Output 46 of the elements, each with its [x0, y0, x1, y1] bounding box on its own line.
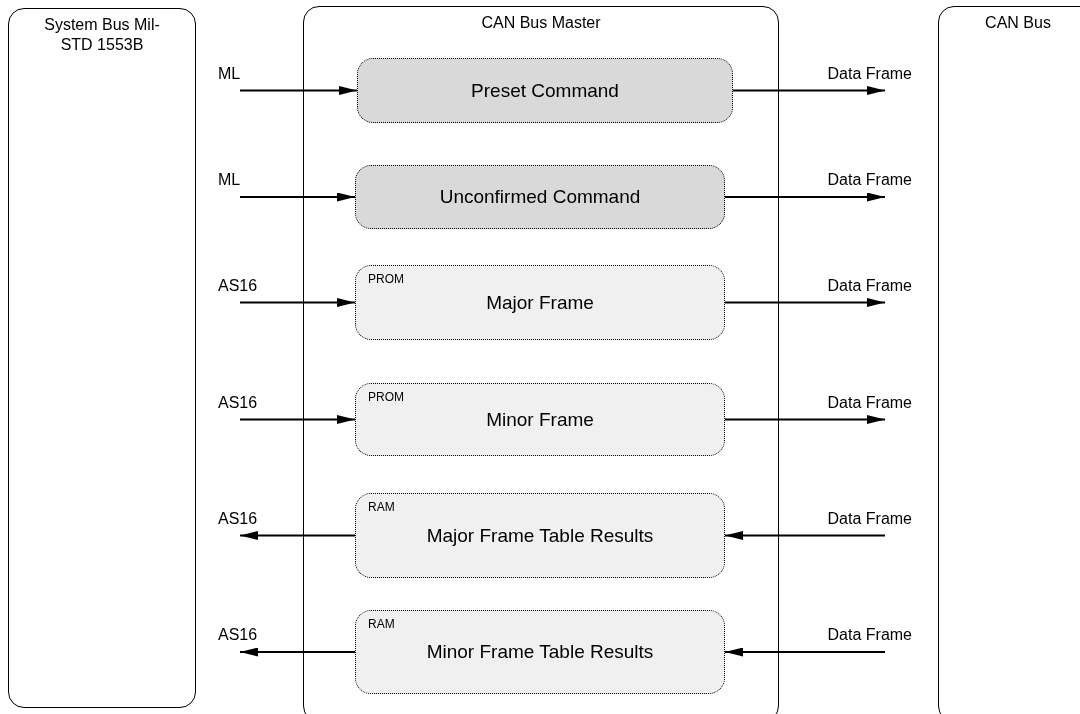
arrow — [724, 415, 886, 424]
box-label: Minor Frame Table Results — [425, 641, 655, 663]
arrow — [239, 86, 358, 95]
arrow — [724, 647, 886, 657]
box-label: Minor Frame — [485, 408, 595, 431]
box-label: Major Frame — [485, 291, 595, 314]
edge-label: ML — [218, 64, 241, 83]
process-box — [355, 383, 725, 456]
panel-title: CAN Bus — [984, 13, 1052, 33]
bus-panel — [303, 6, 779, 714]
edge-label: AS16 — [218, 509, 258, 528]
bus-panel — [8, 8, 196, 708]
arrow — [239, 298, 356, 307]
bus-panel — [938, 6, 1080, 714]
edge-label: AS16 — [218, 393, 258, 412]
process-box — [355, 265, 725, 340]
box-label: Preset Command — [470, 79, 620, 102]
memory-tag: RAM — [368, 617, 395, 631]
process-box — [355, 493, 725, 578]
memory-tag: RAM — [368, 500, 395, 514]
arrow — [732, 86, 886, 95]
arrow — [724, 531, 886, 540]
box-label: Major Frame Table Results — [425, 524, 655, 547]
edge-label: ML — [218, 171, 241, 189]
process-box — [355, 165, 725, 229]
memory-tag: PROM — [368, 390, 404, 404]
arrow — [724, 192, 886, 202]
edge-label: AS16 — [218, 276, 258, 295]
edge-label: Data Frame — [827, 64, 912, 83]
edge-label: AS16 — [218, 626, 258, 644]
edge-label: Data Frame — [827, 393, 912, 412]
arrow — [239, 647, 356, 657]
process-box — [355, 610, 725, 694]
edge-label: Data Frame — [827, 509, 912, 528]
arrow — [239, 531, 356, 540]
edge-label: Data Frame — [827, 626, 912, 644]
arrow — [239, 415, 356, 424]
memory-tag: PROM — [368, 272, 404, 286]
arrow — [239, 192, 356, 202]
panel-title: System Bus Mil-STD 1553B — [43, 15, 161, 55]
arrow — [724, 298, 886, 307]
box-label: Unconfirmed Command — [438, 186, 642, 208]
edge-label: Data Frame — [827, 171, 912, 189]
panel-title: CAN Bus Master — [480, 13, 602, 33]
process-box — [357, 58, 733, 123]
edge-label: Data Frame — [827, 276, 912, 295]
